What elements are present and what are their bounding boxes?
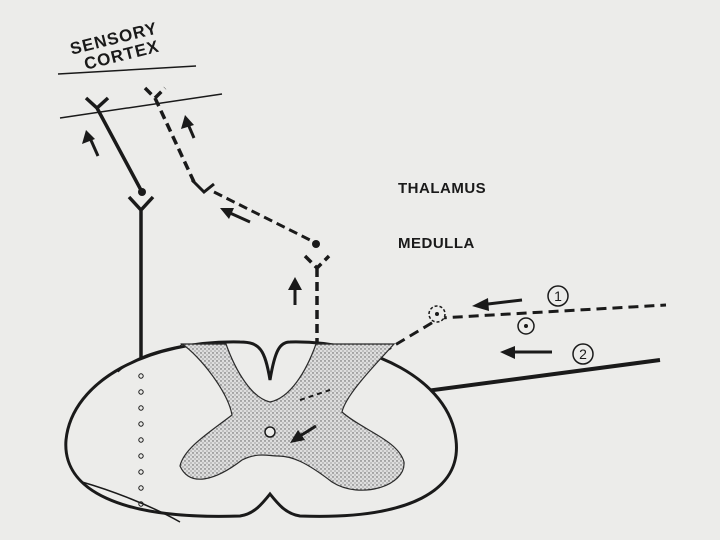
arrow-up-solid-cortex — [82, 130, 98, 156]
dashed-ascending-fiber — [305, 256, 329, 342]
thalamus-label: THALAMUS — [398, 180, 486, 197]
receptor-symbols — [429, 306, 534, 334]
medulla-label: MEDULLA — [398, 235, 475, 252]
arrow-left-thalamus — [220, 208, 250, 222]
arrow-up-dashed-cortex — [181, 115, 194, 138]
dashed-synapse-thalamus — [192, 180, 214, 192]
solid-cell-body-thalamus — [138, 188, 146, 196]
pathway-markers: 1 2 — [548, 286, 593, 364]
sensory-cortex-label: SENSORY CORTEX — [68, 19, 164, 77]
dashed-cell-body-medulla — [312, 240, 320, 248]
spinal-cord-section — [66, 342, 457, 522]
central-canal — [265, 427, 275, 437]
arrow-up-medulla — [288, 277, 302, 305]
solid-ascending-fiber — [129, 197, 153, 372]
arrow-left-pathway-1 — [472, 298, 522, 311]
arrow-left-pathway-2 — [500, 346, 552, 359]
cortex-surface-line — [60, 94, 222, 118]
pathway-2-label: 2 — [579, 346, 587, 362]
cortex-underline — [58, 66, 196, 74]
pathway-1-label: 1 — [554, 288, 562, 304]
